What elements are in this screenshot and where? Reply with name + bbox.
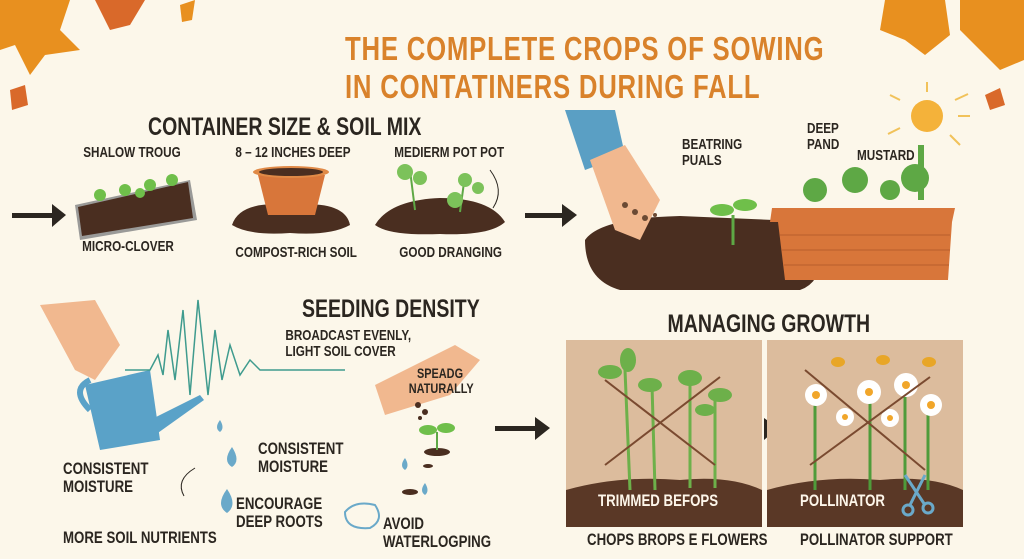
- panel-caption: POLLINATOR SUPPORT: [800, 530, 953, 549]
- encourage-roots-label: ENCOURAGE DEEP ROOTS: [236, 494, 323, 531]
- hand-label: BEATRING PUALS: [682, 136, 743, 169]
- consistent-moisture-label: CONSISTENT MOISTURE: [63, 459, 149, 496]
- pot-illustration: [232, 166, 350, 234]
- container-item-top: 8 – 12 INCHES DEEP: [235, 144, 351, 161]
- container-item-top: MEDIERM POT POT: [394, 144, 505, 161]
- sowing-scene-illustration: [565, 110, 955, 290]
- broadcast-label: BROADCAST EVENLY, LIGHT SOIL COVER: [285, 327, 412, 360]
- soil-mound-illustration: [375, 164, 505, 235]
- autumn-leaf-icon: [0, 0, 1024, 110]
- sun-icon: [887, 82, 970, 146]
- trough-illustration: [75, 174, 197, 240]
- seeding-heading: SEEDING DENSITY: [302, 295, 480, 323]
- scissors-icon: [901, 474, 935, 517]
- spread-label: SPEADG NATURALLY: [408, 365, 474, 396]
- title-line-1: THE COMPLETE CROPS OF SOWING: [345, 30, 825, 67]
- container-heading: CONTAINER SIZE & SOIL MIX: [148, 113, 422, 141]
- growth-panel-trimmed: [566, 340, 762, 527]
- planter-label: DEEP PAND: [807, 120, 840, 153]
- watering-scene-illustration: [40, 299, 480, 530]
- panel-inner-label: TRIMMED BEFOPS: [598, 491, 719, 510]
- growth-heading: MANAGING GROWTH: [667, 310, 871, 338]
- avoid-waterlogging-label: AVOID WATERLOGPING: [383, 514, 492, 551]
- container-item-top: SHALOW TROUG: [83, 144, 181, 161]
- growth-panel-pollinator: [767, 340, 963, 527]
- consistent-moisture-label: CONSISTENT MOISTURE: [258, 439, 344, 476]
- mustard-label: MUSTARD: [857, 147, 915, 164]
- panel-caption: CHOPS BROPS E FLOWERS: [587, 530, 768, 549]
- container-item-bottom: GOOD DRANGING: [399, 244, 503, 261]
- container-item-bottom: MICRO-CLOVER: [82, 238, 174, 255]
- panel-inner-label: POLLINATOR: [800, 491, 885, 510]
- container-item-bottom: COMPOST-RICH SOIL: [235, 244, 357, 261]
- more-nutrients-label: MORE SOIL NUTRIENTS: [63, 528, 217, 547]
- title-line-2: IN CONTATINERS DURING FALL: [345, 68, 761, 105]
- bee-icon: [831, 355, 936, 367]
